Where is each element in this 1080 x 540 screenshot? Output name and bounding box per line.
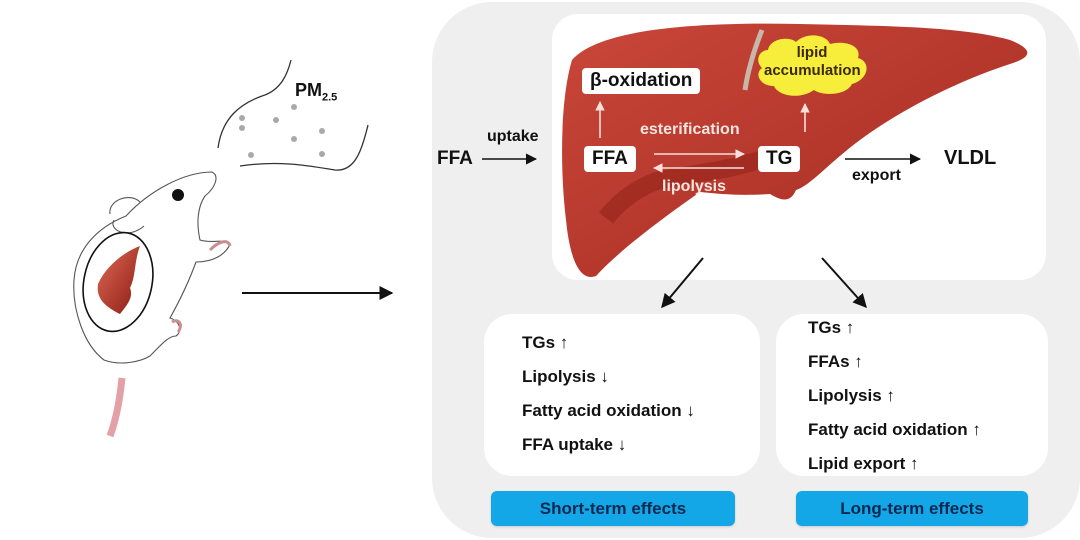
short-term-effects-box	[484, 314, 760, 476]
esterification-label: esterification	[640, 121, 740, 138]
list-item: TGs ↑	[808, 318, 855, 337]
list-item: Fatty acid oxidation ↑	[808, 420, 981, 439]
long-term-effects-box	[776, 314, 1048, 476]
list-item: Fatty acid oxidation ↓	[522, 401, 695, 420]
uptake-label: uptake	[487, 128, 539, 145]
tg-box: TG	[758, 146, 801, 172]
long-term-arrow	[821, 257, 867, 309]
ligament-icon	[742, 29, 765, 91]
pm-label-subscript: 2.5	[322, 91, 338, 104]
lipid-accumulation-line2: accumulation	[764, 62, 861, 79]
list-item: Lipolysis ↓	[522, 367, 609, 386]
pm-label-main: PM	[295, 80, 322, 100]
short-term-effects-label: Short-term effects	[491, 491, 735, 526]
lipid-accumulation-line1: lipid	[796, 44, 828, 61]
long-term-list: TGs ↑ FFAs ↑ Lipolysis ↑ Fatty acid oxid…	[808, 311, 981, 481]
long-term-effects-label: Long-term effects	[796, 491, 1028, 526]
mouse-eye-icon	[172, 189, 184, 201]
pm25-label: PM2.5	[295, 80, 337, 104]
list-item: FFA uptake ↓	[522, 435, 627, 454]
list-item: TGs ↑	[522, 333, 569, 352]
list-item: Lipolysis ↑	[808, 386, 895, 405]
export-label: export	[852, 167, 901, 184]
lipid-accumulation-label: lipid accumulation	[764, 44, 861, 80]
ffa-box: FFA	[584, 146, 636, 172]
beta-oxidation-box: β-oxidation	[582, 68, 701, 94]
pm25-cloud-icon	[217, 59, 369, 171]
short-term-arrow	[661, 257, 704, 309]
short-term-list: TGs ↑ Lipolysis ↓ Fatty acid oxidation ↓…	[522, 326, 695, 462]
lipid-cloud-icon	[758, 35, 867, 96]
particle-dots	[239, 104, 325, 158]
mouse-liver-icon	[97, 246, 140, 314]
mouse-illustration	[73, 171, 232, 438]
list-item: FFAs ↑	[808, 352, 863, 371]
vldl-label: VLDL	[944, 147, 997, 169]
inflow-ffa-label: FFA	[437, 148, 473, 169]
lipolysis-label: lipolysis	[662, 178, 727, 195]
list-item: Lipid export ↑	[808, 454, 919, 473]
